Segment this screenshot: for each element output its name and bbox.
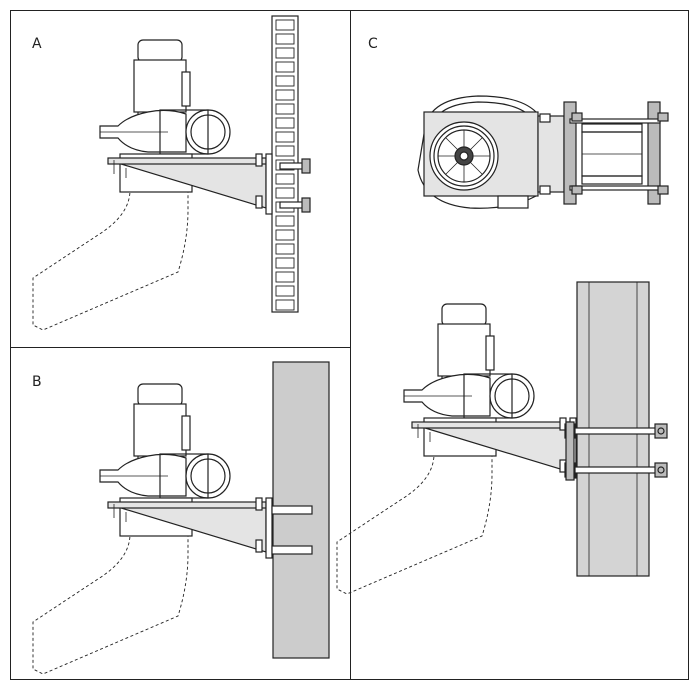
- fan-unit-c: [336, 303, 577, 595]
- panel-a-lattice-wall-mount: [32, 15, 311, 331]
- lattice-cell: [275, 117, 295, 129]
- lattice-cell: [275, 47, 295, 59]
- lattice-cell: [275, 75, 295, 87]
- wall-fixings-b: [271, 505, 313, 555]
- lattice-cell: [275, 299, 295, 311]
- lattice-cell: [275, 19, 295, 31]
- panel-label-a: A: [32, 36, 42, 52]
- lattice-cell: [275, 229, 295, 241]
- lattice-cell: [275, 145, 295, 157]
- lattice-cell: [275, 215, 295, 227]
- lattice-cell: [275, 187, 295, 199]
- panel-c-beam-mount: [336, 281, 668, 595]
- lattice-cell: [275, 131, 295, 143]
- panel-b-solid-wall-mount: [32, 361, 330, 675]
- lattice-cell: [275, 257, 295, 269]
- lattice-cell: [275, 285, 295, 297]
- lattice-cell: [275, 61, 295, 73]
- lattice-cell: [275, 173, 295, 185]
- lattice-cell: [275, 243, 295, 255]
- panel-frames: [10, 10, 689, 680]
- lattice-cell: [275, 271, 295, 283]
- lattice-cell: [275, 103, 295, 115]
- wall-fixings-a: [279, 158, 311, 213]
- lattice-cell: [275, 89, 295, 101]
- fan-unit-b: [32, 383, 273, 675]
- panel-c-top-view: [417, 95, 669, 209]
- panel-label-b: B: [32, 374, 42, 390]
- fan-unit-a: [32, 39, 273, 331]
- panel-label-c: C: [368, 36, 378, 52]
- lattice-cell: [275, 33, 295, 45]
